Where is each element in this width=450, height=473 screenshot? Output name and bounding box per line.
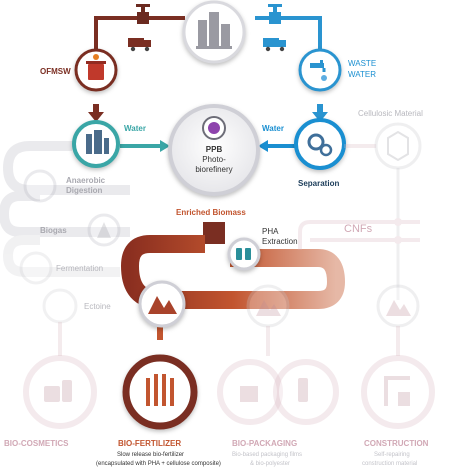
ofmsw-label: OFMSW (40, 67, 71, 76)
packaging-mountain-node (246, 284, 290, 328)
anaerobic-label-line2: Digestion (66, 186, 103, 195)
bio-fertilizer-label: BIO-FERTILIZER (118, 439, 181, 448)
biogas-node: Biogas (40, 213, 121, 247)
enriched-biomass-label: Enriched Biomass (176, 208, 246, 217)
reactor-icon (86, 130, 109, 154)
bio-cosmetics-label: BIO-COSMETICS (4, 439, 69, 448)
crane-icon (384, 376, 410, 406)
city-icon (196, 12, 232, 49)
waste-bin-icon (86, 54, 106, 80)
truck-right-icon (263, 38, 286, 52)
city-node (182, 0, 246, 64)
flame-icon (97, 222, 111, 238)
bio-fertilizer-desc-line1: Slow release bio-fertilizer (117, 452, 184, 458)
bio-packaging-desc-line1: Bio-based packaging films (232, 452, 302, 458)
bacteria-icon (208, 122, 220, 134)
left-faded-loops (0, 141, 130, 277)
construction-node: CONSTRUCTION Self-repairing construction… (361, 355, 435, 467)
ectoine-label: Ectoine (84, 302, 111, 311)
mountain-icon (148, 296, 177, 314)
cosmetics-icon (44, 380, 72, 402)
pretreatment-node (72, 120, 120, 168)
pha-label-line1: PHA (262, 227, 279, 236)
ppb-label-line3: biorefinery (195, 165, 232, 174)
wheat-icon (146, 374, 174, 406)
bio-packaging-label: BIO-PACKAGING (232, 439, 297, 448)
product-connectors (58, 322, 400, 356)
faucet-icon (310, 60, 327, 81)
gear-icon (307, 133, 333, 157)
bio-fertilizer-desc-line2: (encapsulated with PHA + cellulose compo… (96, 461, 221, 467)
cellulosic-node: Cellulosic Material (344, 109, 423, 170)
anaerobic-label-line1: Anaerobic (66, 176, 106, 185)
cnfs-network (298, 168, 420, 300)
construction-desc-line1: Self-repairing (374, 452, 410, 458)
separation-node: Separation (294, 118, 346, 188)
biogas-label: Biogas (40, 226, 67, 235)
construction-desc-line2: construction material (362, 461, 417, 467)
cnfs-label: CNFs (344, 223, 373, 235)
anaerobic-node: Anaerobic Digestion (23, 169, 106, 203)
bio-packaging-node: BIO-PACKAGING Bio-based packaging films … (217, 359, 339, 467)
cube-icon (387, 130, 409, 162)
biomass-product-node (138, 280, 186, 328)
ofmsw-node: OFMSW (40, 48, 118, 92)
waste-water-node: WASTE WATER (298, 48, 376, 92)
water-label-right: Water (262, 124, 284, 133)
ppb-label-line2: Photo- (202, 155, 226, 164)
flask-icon (236, 248, 251, 260)
bio-cosmetics-node: BIO-COSMETICS (4, 355, 97, 448)
separation-label: Separation (298, 179, 339, 188)
ectoine-node: Ectoine (42, 288, 111, 324)
bio-packaging-desc-line2: & bio-polyester (250, 461, 290, 467)
fermentation-node: Fermentation (19, 251, 103, 285)
enriched-biomass-flow: Enriched Biomass (120, 208, 346, 340)
ppb-label-line1: PPB (206, 145, 223, 154)
water-flows: Water Water (120, 124, 296, 152)
construction-mountain-node (376, 284, 420, 328)
packaging-icon (240, 378, 308, 402)
ppb-node: PPB Photo- biorefinery (168, 104, 260, 196)
pha-label-line2: Extraction (262, 237, 298, 246)
top-pipes (88, 4, 328, 122)
water-label-left: Water (124, 124, 146, 133)
valve-right-icon (268, 4, 282, 24)
cellulosic-label: Cellulosic Material (358, 109, 423, 118)
construction-label: CONSTRUCTION (364, 439, 429, 448)
bio-fertilizer-node: BIO-FERTILIZER Slow release bio-fertiliz… (96, 354, 221, 467)
fermentation-label: Fermentation (56, 264, 103, 273)
valve-left-icon (136, 4, 150, 24)
waste-water-label-line2: WATER (348, 70, 376, 79)
waste-water-label-line1: WASTE (348, 59, 376, 68)
truck-left-icon (128, 38, 151, 52)
pha-node: PHA Extraction (227, 227, 298, 271)
